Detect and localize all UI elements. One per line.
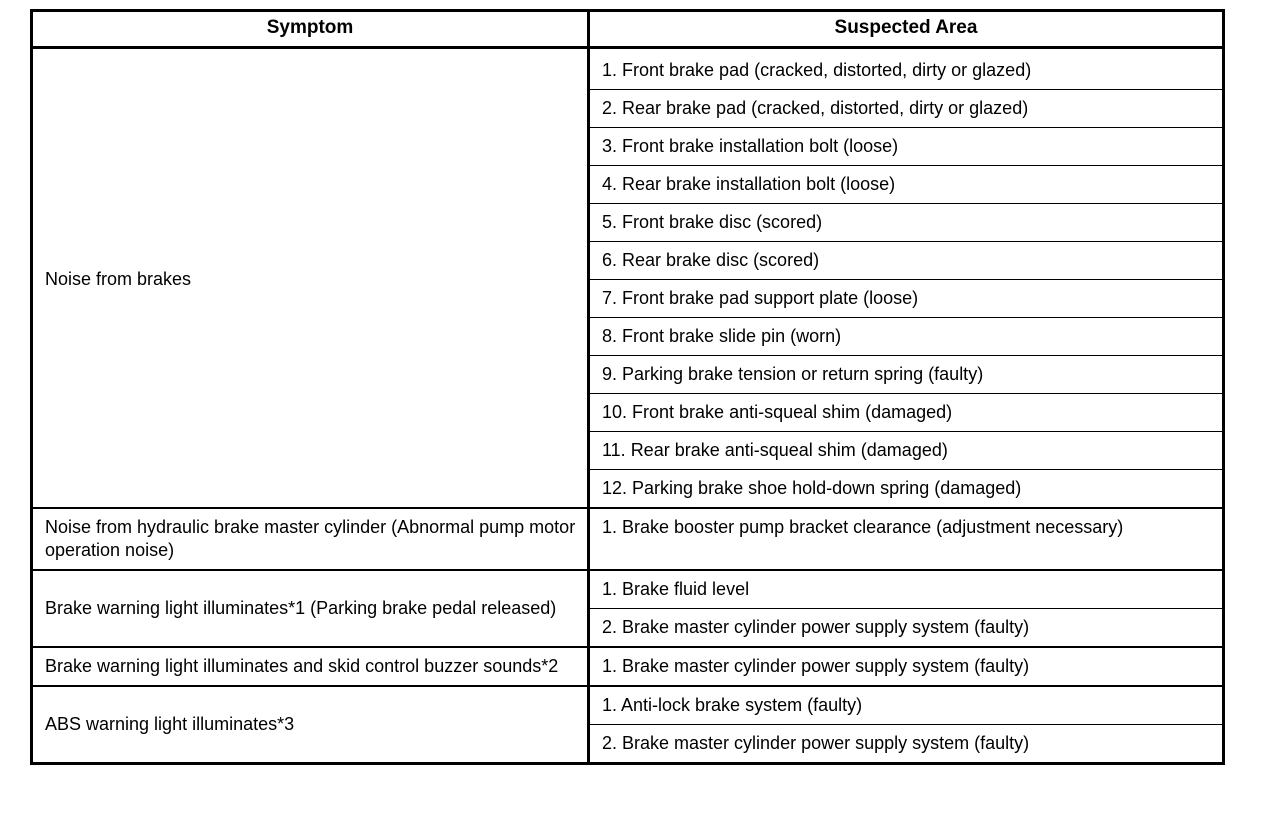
suspected-area-cell: 3. Front brake installation bolt (loose) — [588, 127, 1224, 166]
table-row: Brake warning light illuminates and skid… — [31, 647, 1224, 688]
table-row: ABS warning light illuminates*3 1. Anti-… — [31, 686, 1224, 765]
table-row: 10. Front brake anti-squeal shim (damage… — [32, 393, 1224, 433]
suspected-area-cell: 8. Front brake slide pin (worn) — [588, 317, 1224, 357]
header-rule-right — [588, 46, 1224, 52]
table-row: 5. Front brake disc (scored) — [32, 203, 1224, 243]
header-rule-left — [31, 46, 590, 52]
symptom-cell-brake-warning-light-skid-buzzer: Brake warning light illuminates and skid… — [31, 647, 590, 688]
symptom-cell-noise-hydraulic-master-cylinder: Noise from hydraulic brake master cylind… — [31, 508, 590, 572]
table-header: Symptom Suspected Area — [31, 10, 1224, 49]
table-row: 12. Parking brake shoe hold-down spring … — [32, 469, 1224, 510]
suspected-area-cell: 4. Rear brake installation bolt (loose) — [588, 165, 1224, 205]
suspected-area-cell: 1. Brake master cylinder power supply sy… — [588, 647, 1224, 688]
table-row: 2. Brake master cylinder power supply sy… — [32, 608, 1224, 649]
table-row: 2. Brake master cylinder power supply sy… — [32, 724, 1224, 764]
suspected-area-cell: 9. Parking brake tension or return sprin… — [588, 355, 1224, 395]
suspected-area-cell: 7. Front brake pad support plate (loose) — [588, 279, 1224, 319]
table-row: 9. Parking brake tension or return sprin… — [32, 355, 1224, 395]
table-row: Brake warning light illuminates*1 (Parki… — [31, 570, 1224, 649]
table-row: 8. Front brake slide pin (worn) — [32, 317, 1224, 357]
symptom-suspected-area-table: Symptom Suspected Area Noise from brakes… — [30, 9, 1225, 766]
suspected-area-cell: 1. Anti-lock brake system (faulty) — [588, 686, 1224, 726]
suspected-area-cell: 6. Rear brake disc (scored) — [588, 241, 1224, 281]
table-row: 2. Rear brake pad (cracked, distorted, d… — [32, 89, 1224, 128]
suspected-area-cell: 2. Brake master cylinder power supply sy… — [588, 608, 1224, 649]
suspected-area-cell: 1. Front brake pad (cracked, distorted, … — [588, 51, 1224, 90]
table-body: Noise from brakes 1. Front brake pad (cr… — [31, 46, 1224, 765]
table-row: Noise from hydraulic brake master cylind… — [31, 508, 1224, 572]
symptom-cell-brake-warning-light-parking-released: Brake warning light illuminates*1 (Parki… — [31, 570, 590, 649]
table-row: 11. Rear brake anti-squeal shim (damaged… — [32, 431, 1224, 471]
suspected-area-cell: 11. Rear brake anti-squeal shim (damaged… — [588, 431, 1224, 471]
suspected-area-cell: 1. Brake fluid level — [588, 570, 1224, 610]
symptom-cell-abs-warning-light: ABS warning light illuminates*3 — [31, 686, 590, 765]
suspected-area-cell: 1. Brake booster pump bracket clearance … — [588, 508, 1224, 572]
header-row: Symptom Suspected Area — [31, 10, 1224, 49]
suspected-area-cell: 2. Brake master cylinder power supply sy… — [588, 724, 1224, 764]
table-row: 6. Rear brake disc (scored) — [32, 241, 1224, 281]
column-header-suspected-area: Suspected Area — [588, 10, 1224, 49]
suspected-area-cell: 12. Parking brake shoe hold-down spring … — [588, 469, 1224, 510]
column-header-symptom: Symptom — [31, 10, 590, 49]
table-row: 4. Rear brake installation bolt (loose) — [32, 165, 1224, 205]
suspected-area-cell: 2. Rear brake pad (cracked, distorted, d… — [588, 89, 1224, 128]
table-row: Noise from brakes 1. Front brake pad (cr… — [31, 51, 1224, 510]
header-double-rule — [31, 46, 1224, 52]
suspected-area-cell: 5. Front brake disc (scored) — [588, 203, 1224, 243]
suspected-area-cell: 10. Front brake anti-squeal shim (damage… — [588, 393, 1224, 433]
table-row: 7. Front brake pad support plate (loose) — [32, 279, 1224, 319]
table-row: 3. Front brake installation bolt (loose) — [32, 127, 1224, 166]
symptom-cell-noise-from-brakes: Noise from brakes — [31, 51, 590, 510]
